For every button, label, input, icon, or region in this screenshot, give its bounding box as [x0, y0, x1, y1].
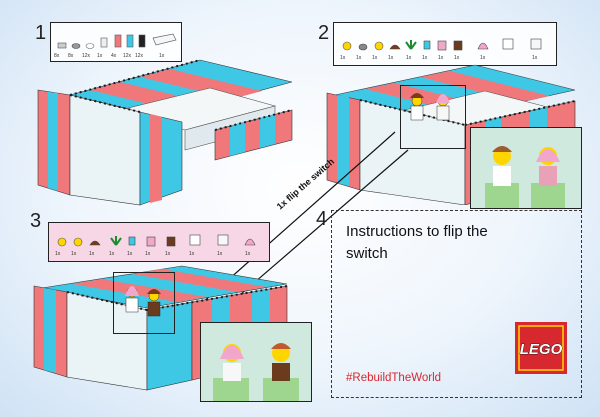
torso-icon: [146, 236, 156, 247]
part-qty: 1x: [340, 55, 346, 61]
step-number-4: 4: [316, 208, 328, 230]
parts-list-step-2: 1x 1x 1x 1x 1x 1x 1x 1x 1x 1x: [333, 22, 557, 66]
torso-icon: [453, 40, 463, 51]
plant-icon: [405, 40, 417, 50]
part-qty: 1x: [422, 55, 428, 61]
step-number-1: 1: [35, 22, 47, 44]
rebuild-the-world-hashtag: #RebuildTheWorld: [346, 372, 442, 384]
stud-icon: [358, 43, 368, 51]
part-qty: 1x: [145, 251, 151, 257]
brick-icon: [138, 34, 146, 48]
part-qty: 1x: [480, 55, 486, 61]
cup-icon: [128, 236, 136, 246]
part-qty: 1x: [189, 251, 195, 257]
parts-list-step-3: 1x 1x 1x 1x 1x 1x 1x 1x 1x 1x: [48, 222, 270, 262]
hair-icon: [477, 42, 489, 50]
hair-icon: [389, 44, 401, 50]
brick-icon: [100, 37, 108, 48]
part-qty: 12x: [123, 53, 132, 59]
torso-icon: [502, 38, 514, 50]
part-qty: 12x: [82, 53, 91, 59]
cup-icon: [423, 40, 431, 50]
part-qty: 1x: [159, 53, 165, 59]
minifig-head-icon: [374, 41, 384, 51]
plant-icon: [110, 236, 122, 246]
torso-icon: [189, 234, 201, 246]
svg-text:LEGO: LEGO: [520, 341, 563, 358]
instructions-box: [331, 210, 582, 398]
stud-icon: [71, 43, 81, 49]
instructions-text-line-2: switch: [346, 245, 388, 262]
bathroom-build-step-1: [37, 59, 293, 206]
part-qty: 1x: [165, 251, 171, 257]
part-qty: 8x: [54, 53, 60, 59]
part-qty: 1x: [532, 55, 538, 61]
torso-icon: [530, 38, 542, 50]
bathtub-icon: [152, 33, 177, 46]
zoom-callout-step-3: [113, 272, 175, 334]
part-qty: 1x: [356, 55, 362, 61]
hair-icon: [89, 240, 101, 246]
zoom-inset-step-2: [470, 127, 582, 209]
part-qty: 1x: [438, 55, 444, 61]
part-qty: 1x: [406, 55, 412, 61]
torso-icon: [437, 40, 447, 51]
minifig-head-icon: [342, 41, 352, 51]
stud-icon: [85, 43, 95, 49]
part-qty: 1x: [245, 251, 251, 257]
part-qty: 4x: [111, 53, 117, 59]
minifig-head-icon: [73, 237, 83, 247]
part-qty: 1x: [55, 251, 61, 257]
part-qty: 12x: [135, 53, 144, 59]
part-qty: 1x: [109, 251, 115, 257]
torso-icon: [217, 234, 229, 246]
part-qty: 1x: [454, 55, 460, 61]
part-qty: 1x: [97, 53, 103, 59]
flat-tile-icon: [57, 42, 67, 49]
zoom-inset-step-3: [200, 322, 312, 402]
part-qty: 1x: [388, 55, 394, 61]
part-qty: 1x: [71, 251, 77, 257]
step-number-3: 3: [30, 210, 42, 232]
zoom-callout-step-2: [400, 85, 466, 149]
part-qty: 1x: [127, 251, 133, 257]
step-number-2: 2: [318, 22, 330, 44]
torso-icon: [166, 236, 176, 247]
parts-list-step-1: 8x 8x 12x 1x 4x 12x 12x 1x: [50, 22, 182, 62]
lego-logo: LEGO: [515, 322, 567, 374]
flip-switch-label: 1x flip the switch: [275, 156, 336, 211]
part-qty: 8x: [68, 53, 74, 59]
brick-icon: [114, 34, 122, 48]
instructions-text-line-1: Instructions to flip the: [346, 223, 488, 240]
hair-icon: [244, 238, 256, 246]
part-qty: 1x: [372, 55, 378, 61]
minifig-head-icon: [57, 237, 67, 247]
part-qty: 1x: [217, 251, 223, 257]
brick-icon: [126, 34, 134, 48]
part-qty: 1x: [89, 251, 95, 257]
